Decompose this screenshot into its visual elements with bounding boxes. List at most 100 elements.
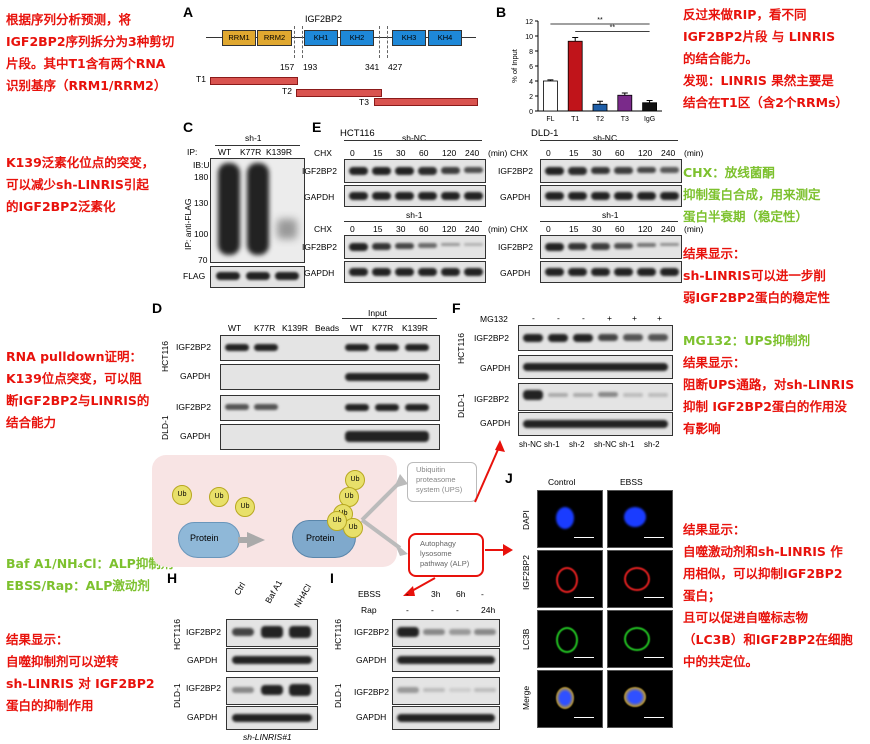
e-band-1-4 (637, 167, 656, 173)
f-blot-hct-igf (518, 325, 673, 351)
j-cell-signal-0-1 (624, 507, 646, 527)
f-cell-dld1: DLD-1 (456, 393, 466, 418)
protein-name: IGF2BP2 (305, 14, 343, 24)
e-band-3-0 (545, 243, 564, 251)
h-h3 (289, 626, 311, 638)
j-image-1-0 (537, 550, 603, 608)
i-rap-val-0: - (406, 605, 409, 615)
d-hct-gapdh-input (345, 373, 429, 381)
e-band-2-0 (349, 243, 368, 251)
annotation-sequence-analysis: 根据序列分析预测，将 IGF2BP2序列拆分为3种剪切 片段。其中T1含有两个R… (6, 12, 175, 93)
e-band-1-2 (591, 167, 610, 174)
c-mw-130: 130 (194, 198, 209, 208)
e-cond-sh1-3: sh-1 (602, 210, 619, 220)
d-blot-hct-igf (220, 335, 440, 361)
e-time-2-0: 0 (350, 224, 355, 234)
e-row-igf-2: IGF2BP2 (302, 242, 337, 252)
g-ub-3: Ub (235, 497, 255, 517)
panel-b-label: B (496, 4, 507, 20)
annotation-baf-result: 结果显示： 自噬抑制剂可以逆转 sh-LINRIS 对 IGF2BP2 蛋白的抑… (6, 632, 155, 713)
i-d1 (397, 687, 419, 693)
e-cond-line-2 (344, 221, 482, 222)
j-row-label-0: DAPI (521, 510, 531, 530)
domain-kh4: KH4 (428, 30, 462, 46)
e-cond-line-0 (344, 140, 482, 141)
f-d5 (623, 393, 643, 397)
c-ub-smear-wt (218, 163, 240, 255)
e-gapdh-band-2-2 (395, 268, 414, 276)
annotation-alp-drugs: Baf A1/NH₄Cl：ALP抑制剂 EBSS/Rap：ALP激动剂 (6, 556, 174, 593)
c-sh-line (215, 145, 300, 146)
d-cell-hct116: HCT116 (160, 340, 170, 372)
j-image-0-1 (607, 490, 673, 548)
c-lane-wt: WT (218, 147, 232, 157)
e-band-2-2 (395, 243, 414, 249)
panel-f-label: F (452, 300, 461, 316)
panel-e-label: E (312, 119, 322, 135)
e-chx-label-1: CHX (510, 148, 528, 158)
j-col-ebss: EBSS (620, 477, 643, 487)
h-h2 (261, 626, 283, 638)
f-row-igf-1: IGF2BP2 (474, 333, 509, 343)
f-blot-dld-igf (518, 383, 673, 411)
e-blot-gapdh-0 (344, 185, 486, 207)
panel-a-label: A (183, 4, 194, 20)
f-b1 (523, 334, 543, 342)
cut-line-157 (294, 26, 295, 58)
i-h1 (397, 627, 419, 637)
h-row-igf-2: IGF2BP2 (186, 683, 221, 693)
j-image-3-0 (537, 670, 603, 728)
i-rap-val-3: 24h (481, 605, 496, 615)
c-lane-k77r: K77R (240, 147, 262, 157)
g-ub-8: Ub (327, 511, 347, 531)
e-gapdh-band-1-4 (637, 192, 656, 200)
c-side-label: IP: anti-FLAG (183, 198, 193, 251)
e-band-3-3 (614, 243, 633, 249)
g-ub-1: Ub (172, 485, 192, 505)
i-row-igf-2: IGF2BP2 (354, 687, 389, 697)
g-alp-box: Autophagy lysosome pathway (ALP) (408, 533, 484, 577)
chart-xtick-IgG: IgG (644, 116, 655, 123)
d-dld-igf-7 (405, 404, 429, 411)
j-scalebar-0-1 (644, 537, 664, 538)
e-time-0-1: 15 (373, 148, 383, 158)
h-d1 (232, 687, 254, 693)
f-b6 (648, 334, 668, 341)
c-mw-100: 100 (194, 229, 209, 239)
d-row-igf2bp2-2: IGF2BP2 (176, 402, 211, 412)
e-gapdh-band-3-4 (637, 268, 656, 276)
fragment-t1-bar (210, 77, 298, 85)
f-sign-0: - (532, 313, 535, 323)
f-lane-5: sh-2 (644, 440, 660, 449)
f-blot-dld-gapdh (518, 412, 673, 436)
j-row-label-2: LC3B (521, 628, 531, 650)
d-hct-igf-1 (225, 344, 249, 351)
i-d4 (474, 688, 496, 692)
e-time-3-5: 240 (661, 224, 676, 234)
e-band-3-1 (568, 243, 587, 250)
e-band-3-2 (591, 243, 610, 250)
i-rap-val-1: - (431, 605, 434, 615)
chart-bar-T1 (567, 40, 583, 112)
e-gapdh-band-3-3 (614, 268, 633, 276)
chart-bar-T2 (592, 103, 608, 112)
j-image-1-1 (607, 550, 673, 608)
f-b5 (623, 334, 643, 341)
chart-xtick-FL: FL (546, 116, 554, 123)
e-time-3-3: 60 (615, 224, 625, 234)
j-image-3-1 (607, 670, 673, 728)
f-row-igf-2: IGF2BP2 (474, 394, 509, 404)
e-gapdh-band-0-1 (372, 192, 391, 200)
f-d1 (523, 390, 543, 400)
h-blot-dld-gapdh (226, 706, 318, 730)
i-rap-val-2: - (456, 605, 459, 615)
i-d2 (423, 688, 445, 692)
e-time-2-2: 30 (396, 224, 406, 234)
g-ups-box: Ubiquitin proteasome system (UPS) (407, 462, 477, 502)
e-gapdh-band-0-3 (418, 192, 437, 200)
e-chx-label-3: CHX (510, 224, 528, 234)
e-band-1-3 (614, 167, 633, 174)
e-chx-label-0: CHX (314, 148, 332, 158)
i-blot-hct-igf (392, 619, 500, 647)
c-mw-70: 70 (198, 255, 208, 265)
